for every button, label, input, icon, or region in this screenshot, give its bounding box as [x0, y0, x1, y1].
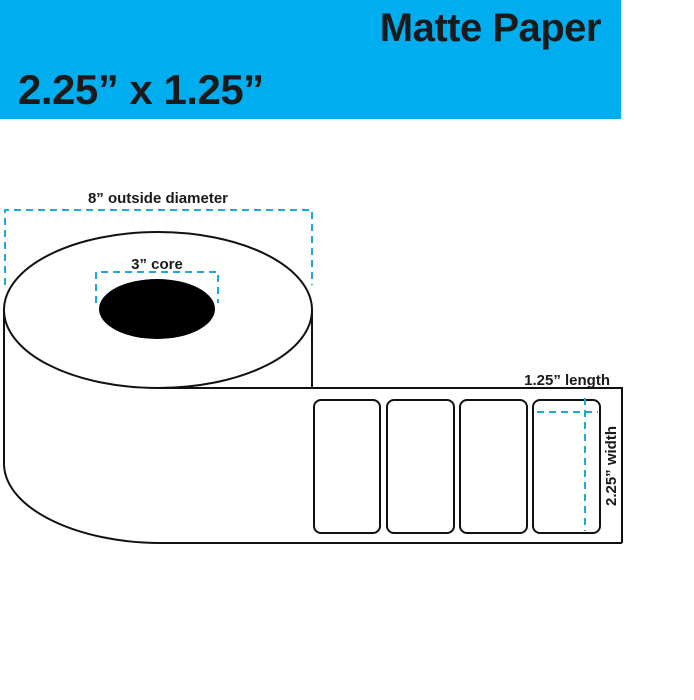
length-label: 1.25” length: [524, 372, 610, 389]
label-web: [158, 387, 623, 543]
header-banner: Matte Paper 2.25” x 1.25”: [0, 0, 621, 119]
label-2: [386, 399, 455, 534]
outside-diameter-label: 8” outside diameter: [88, 190, 228, 207]
dimension-lines: [4, 209, 598, 531]
labels: [313, 399, 601, 534]
core-label: 3” core: [131, 256, 183, 273]
label-size-title: 2.25” x 1.25”: [18, 66, 264, 113]
label-4: [532, 399, 601, 534]
label-3: [459, 399, 528, 534]
label-1: [313, 399, 381, 534]
core-hole: [99, 279, 215, 339]
product-title: Matte Paper: [379, 6, 602, 50]
width-label: 2.25” width: [603, 426, 620, 506]
